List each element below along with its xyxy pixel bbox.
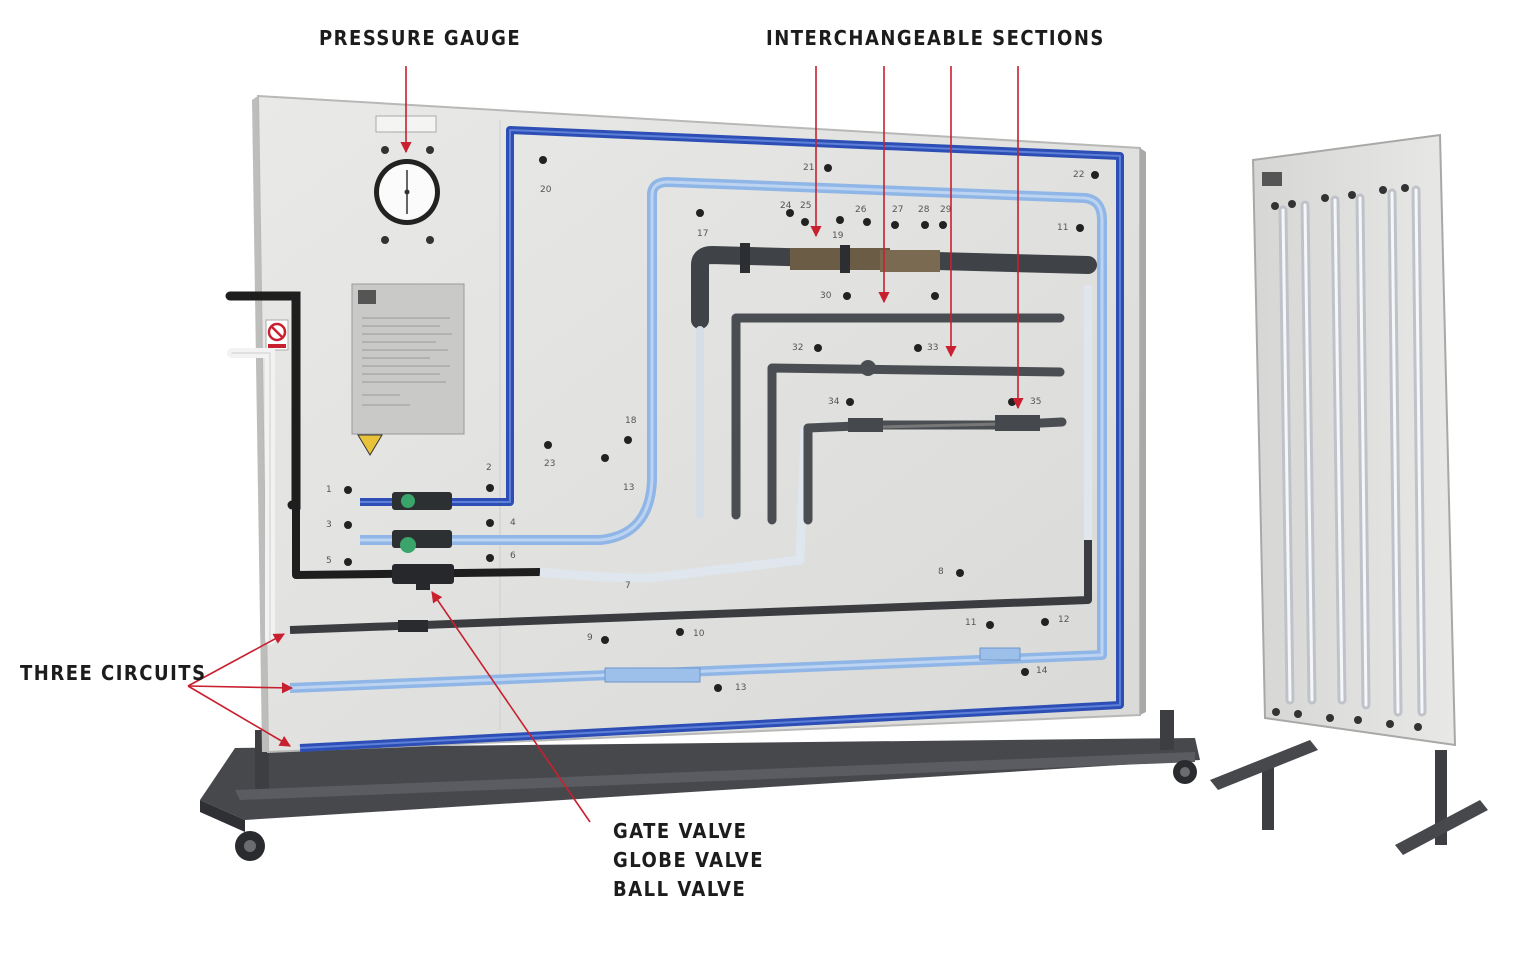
svg-text:24: 24 bbox=[780, 201, 792, 211]
svg-text:22: 22 bbox=[1073, 170, 1084, 180]
svg-text:14: 14 bbox=[1036, 666, 1048, 676]
svg-text:7: 7 bbox=[625, 581, 631, 591]
svg-text:35: 35 bbox=[1030, 397, 1041, 407]
ball-valve bbox=[392, 564, 454, 584]
svg-text:25: 25 bbox=[800, 201, 811, 211]
main-stand-frame bbox=[200, 710, 1200, 861]
svg-text:13: 13 bbox=[623, 483, 634, 493]
globe-valve-label: GLOBE VALVE bbox=[613, 848, 765, 872]
svg-text:34: 34 bbox=[828, 397, 840, 407]
svg-text:5: 5 bbox=[326, 556, 332, 566]
svg-text:8: 8 bbox=[938, 567, 944, 577]
valve-types-label: GATE VALVE GLOBE VALVE BALL VALVE bbox=[613, 817, 764, 904]
svg-text:6: 6 bbox=[510, 551, 516, 561]
svg-text:32: 32 bbox=[792, 343, 803, 353]
manometer-panel bbox=[1210, 133, 1488, 855]
pressure-gauge-label: PRESSURE GAUGE bbox=[319, 26, 522, 50]
ball-valve-label: BALL VALVE bbox=[613, 877, 747, 901]
tapping-points bbox=[344, 156, 1099, 692]
valve-group bbox=[392, 492, 454, 590]
svg-text:4: 4 bbox=[510, 518, 516, 528]
pressure-gauge bbox=[374, 115, 440, 244]
pipe-light-blue-circuit bbox=[289, 177, 1107, 693]
no-entry-sign-icon bbox=[265, 319, 289, 351]
svg-text:26: 26 bbox=[855, 205, 867, 215]
svg-text:21: 21 bbox=[803, 163, 814, 173]
svg-text:30: 30 bbox=[820, 291, 832, 301]
interchangeable-sections-label: INTERCHANGEABLE SECTIONS bbox=[766, 26, 1105, 50]
instruction-plate bbox=[351, 283, 465, 456]
svg-text:11: 11 bbox=[965, 618, 976, 628]
svg-text:29: 29 bbox=[940, 205, 952, 215]
svg-text:23: 23 bbox=[544, 459, 555, 469]
svg-text:13: 13 bbox=[735, 683, 746, 693]
three-circuits-label: THREE CIRCUITS bbox=[20, 661, 207, 685]
svg-text:12: 12 bbox=[1058, 615, 1069, 625]
callout-arrows bbox=[187, 66, 1024, 823]
interchangeable-sections bbox=[691, 243, 1097, 525]
svg-text:3: 3 bbox=[326, 520, 332, 530]
gate-valve-label: GATE VALVE bbox=[613, 819, 748, 843]
svg-text:9: 9 bbox=[587, 633, 593, 643]
svg-text:11: 11 bbox=[1057, 223, 1068, 233]
pipe-dark-blue-circuit bbox=[299, 126, 1124, 752]
svg-text:2: 2 bbox=[486, 463, 492, 473]
svg-text:27: 27 bbox=[892, 205, 903, 215]
svg-text:10: 10 bbox=[693, 629, 705, 639]
pipe-black-circuit bbox=[289, 285, 1092, 634]
svg-text:33: 33 bbox=[927, 343, 938, 353]
svg-text:18: 18 bbox=[625, 416, 637, 426]
svg-text:1: 1 bbox=[326, 485, 332, 495]
svg-text:19: 19 bbox=[832, 231, 844, 241]
svg-text:17: 17 bbox=[697, 229, 708, 239]
svg-text:28: 28 bbox=[918, 205, 930, 215]
warning-sign-icon bbox=[357, 434, 383, 456]
svg-text:20: 20 bbox=[540, 185, 552, 195]
